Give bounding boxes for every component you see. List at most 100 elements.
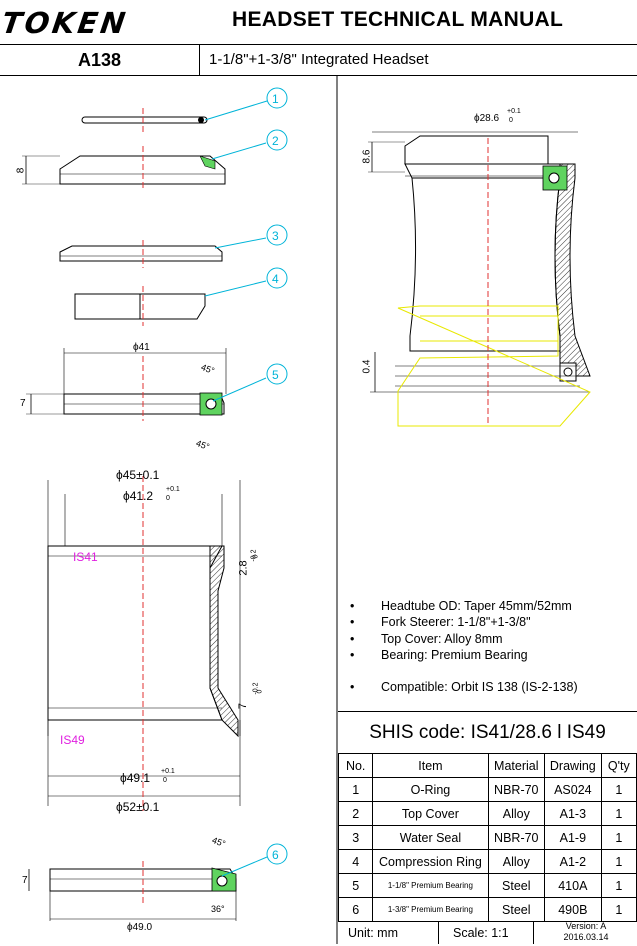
- cell-material: Alloy: [487, 801, 546, 826]
- cell-material: NBR-70: [487, 825, 546, 850]
- balloon-6: [266, 843, 288, 865]
- balloon-5: [266, 363, 288, 385]
- cell-qty: 1: [600, 873, 637, 898]
- dim-depth-7: 7: [237, 702, 250, 710]
- dim-height-86: 8.6: [361, 149, 373, 164]
- specs-list: Headtube OD: Taper 45mm/52mm Fork Steere…: [350, 598, 578, 696]
- cell-qty: 1: [600, 825, 637, 850]
- cell-no: 4: [337, 849, 374, 874]
- dim-height-7a: 7: [20, 398, 26, 409]
- document-title: HEADSET TECHNICAL MANUAL: [232, 8, 564, 31]
- dim-height-7b: 7: [22, 875, 28, 886]
- dim-height-04: 0.4: [361, 359, 373, 374]
- cell-drawing: 490B: [544, 897, 602, 922]
- dim-d491-tol-plus: +0.1: [161, 768, 175, 775]
- cell-material: Steel: [487, 873, 546, 898]
- parts-table: No. Item Material Drawing Q'ty 1 O-Ring …: [337, 753, 637, 922]
- cell-item: 1-3/8" Premium Bearing: [372, 897, 489, 922]
- model-row: A138 1-1/8"+1-3/8" Integrated Headset: [0, 44, 637, 76]
- balloon-1: [266, 87, 288, 109]
- dim-d412: ϕ41.2: [123, 489, 154, 503]
- col-no: No.: [337, 753, 374, 778]
- cell-item: 1-1/8" Premium Bearing: [372, 873, 489, 898]
- cell-no: 2: [337, 801, 374, 826]
- model-code: A138: [0, 45, 200, 75]
- part-water-seal: [59, 240, 223, 268]
- balloon-num-3: 3: [272, 229, 279, 243]
- col-drawing: Drawing: [544, 753, 602, 778]
- brand-logo: TOKEN: [0, 6, 131, 40]
- balloon-num-4: 4: [272, 272, 279, 286]
- headtube-section: [47, 476, 241, 811]
- cell-drawing: AS024: [544, 777, 602, 802]
- dim-depth-28: 2.8: [237, 560, 250, 576]
- dim-d491: ϕ49.1: [120, 771, 151, 785]
- footer-version-block: Version: A 2016.03.14: [533, 921, 637, 944]
- spec-item: Fork Steerer: 1-1/8"+1-3/8": [350, 614, 578, 631]
- dim-angle-36: 36°: [211, 904, 225, 914]
- dim-d412-tol-plus: +0.1: [166, 486, 180, 493]
- table-row: 1 O-Ring NBR-70 AS024 1: [337, 777, 637, 802]
- dim-d45: ϕ45±0.1: [116, 468, 160, 482]
- cell-no: 5: [337, 873, 374, 898]
- footer: Unit: mm Scale: 1:1 Version: A 2016.03.1…: [338, 921, 637, 944]
- balloon-num-5: 5: [272, 368, 279, 382]
- label-is41: IS41: [73, 550, 98, 564]
- dim-d52: ϕ52±0.1: [116, 800, 160, 814]
- table-row: 6 1-3/8" Premium Bearing Steel 490B 1: [337, 897, 637, 922]
- cell-drawing: A1-3: [544, 801, 602, 826]
- balloon-4: [266, 267, 288, 289]
- dim-d286-tol-zero: 0: [509, 117, 513, 124]
- dim-height-8: 8: [15, 167, 27, 174]
- part-o-ring: [81, 108, 208, 132]
- cell-qty: 1: [600, 897, 637, 922]
- col-item: Item: [372, 753, 489, 778]
- dim-depth-7-zero: 0: [256, 689, 264, 694]
- cell-no: 6: [337, 897, 374, 922]
- table-row: 5 1-1/8" Premium Bearing Steel 410A 1: [337, 873, 637, 898]
- table-row: 2 Top Cover Alloy A1-3 1: [337, 801, 637, 826]
- cell-item: Compression Ring: [372, 849, 489, 874]
- balloon-num-2: 2: [272, 134, 279, 148]
- cell-material: Alloy: [487, 849, 546, 874]
- cell-drawing: A1-9: [544, 825, 602, 850]
- balloons: [204, 87, 288, 877]
- balloon-3: [266, 224, 288, 246]
- part-compression-ring: [74, 286, 206, 326]
- balloon-num-6: 6: [272, 848, 279, 862]
- label-is49: IS49: [60, 733, 85, 747]
- cell-no: 1: [337, 777, 374, 802]
- dim-d286: ϕ28.6: [474, 113, 500, 124]
- assembly-view: [368, 131, 591, 427]
- cell-drawing: 410A: [544, 873, 602, 898]
- balloon-2: [266, 129, 288, 151]
- table-row: 4 Compression Ring Alloy A1-2 1: [337, 849, 637, 874]
- cell-drawing: A1-2: [544, 849, 602, 874]
- table-row: 3 Water Seal NBR-70 A1-9 1: [337, 825, 637, 850]
- cell-material: Steel: [487, 897, 546, 922]
- dim-d491-tol-zero: 0: [163, 777, 167, 784]
- spec-item: Bearing: Premium Bearing: [350, 647, 578, 664]
- dim-depth-28-zero: 0: [252, 554, 260, 559]
- table-header-row: No. Item Material Drawing Q'ty: [337, 753, 637, 778]
- dim-d286-tol-plus: +0.1: [507, 108, 521, 115]
- part-lower-bearing: [28, 861, 237, 921]
- dim-d49: ϕ49.0: [127, 922, 153, 933]
- cell-item: Water Seal: [372, 825, 489, 850]
- cell-qty: 1: [600, 849, 637, 874]
- part-upper-bearing: [26, 348, 227, 421]
- footer-date: 2016.03.14: [563, 932, 609, 942]
- col-qty: Q'ty: [600, 753, 637, 778]
- footer-version: Version: A: [565, 921, 607, 931]
- spec-item: Compatible: Orbit IS 138 (IS-2-138): [350, 679, 578, 696]
- spec-item: Top Cover: Alloy 8mm: [350, 631, 578, 648]
- shis-code: SHIS code: IS41/28.6 l IS49: [338, 711, 637, 753]
- cell-no: 3: [337, 825, 374, 850]
- header: TOKEN HEADSET TECHNICAL MANUAL: [0, 0, 637, 44]
- footer-unit: Unit: mm: [348, 921, 439, 944]
- cell-material: NBR-70: [487, 777, 546, 802]
- cell-item: O-Ring: [372, 777, 489, 802]
- model-description: 1-1/8"+1-3/8" Integrated Headset: [209, 51, 429, 68]
- footer-scale: Scale: 1:1: [453, 926, 509, 940]
- balloon-num-1: 1: [272, 92, 279, 106]
